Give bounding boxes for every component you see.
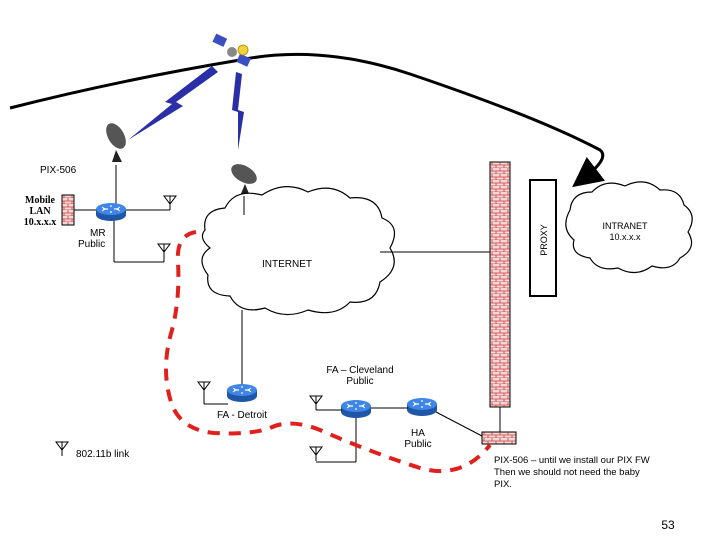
proxy-label: PROXY [539,224,549,256]
satellite-dish-icon [106,123,126,162]
pix-note-text: PIX-506 – until we install our PIX FW [494,455,650,466]
intranet-label: INTRANET [603,221,649,231]
intranet-label: 10.x.x.x [609,232,641,242]
antenna-icon [309,395,323,411]
internet-label: INTERNET [262,259,312,270]
satellite-dish-icon [231,164,257,196]
wireless-lightning-icon [232,72,244,150]
ha-router-icon [406,397,438,417]
antenna-icon [157,243,171,259]
fa-cleveland-label: Public [346,376,373,387]
fa-cleveland-router-icon [226,383,258,403]
internet-cloud [201,186,396,316]
ha-label: HA [411,428,425,439]
pix-label: PIX-506 [40,165,77,176]
page-number: 53 [661,518,675,532]
mobile-lan-label: LAN [29,206,51,217]
satellite-orbit-line [9,52,606,188]
fa-cleveland-label: FA – Cleveland [326,365,393,376]
mobile-path-dashed [164,230,492,473]
mobile-lan-label: 10.x.x.x [24,217,57,228]
mr-label: MR [90,228,106,239]
intranet-cloud [565,181,693,274]
wifi-link-legend-label: 802.11b link [76,449,130,460]
antenna-icon [55,441,69,457]
mobile-lan-label: Mobile [25,195,56,206]
main-firewall [489,161,511,408]
pix-note-text: Then we should not need the baby [494,467,640,478]
satellite-icon [212,33,251,67]
proxy-box [529,179,557,297]
mr-router-icon [95,202,127,222]
antenna-icon [197,381,211,397]
fa-detroit-router-icon [340,399,372,419]
antenna-icon [309,446,323,462]
wireless-lightning-icon [128,66,218,140]
mr-label: Public [78,239,105,250]
ha-label: Public [404,439,431,450]
pix-note-text: PIX. [494,479,512,490]
antenna-icon [163,195,177,211]
pix-firewall-small [61,194,75,226]
fa-detroit-label: FA - Detroit [217,410,267,421]
pix-firewall-baby [481,431,517,445]
